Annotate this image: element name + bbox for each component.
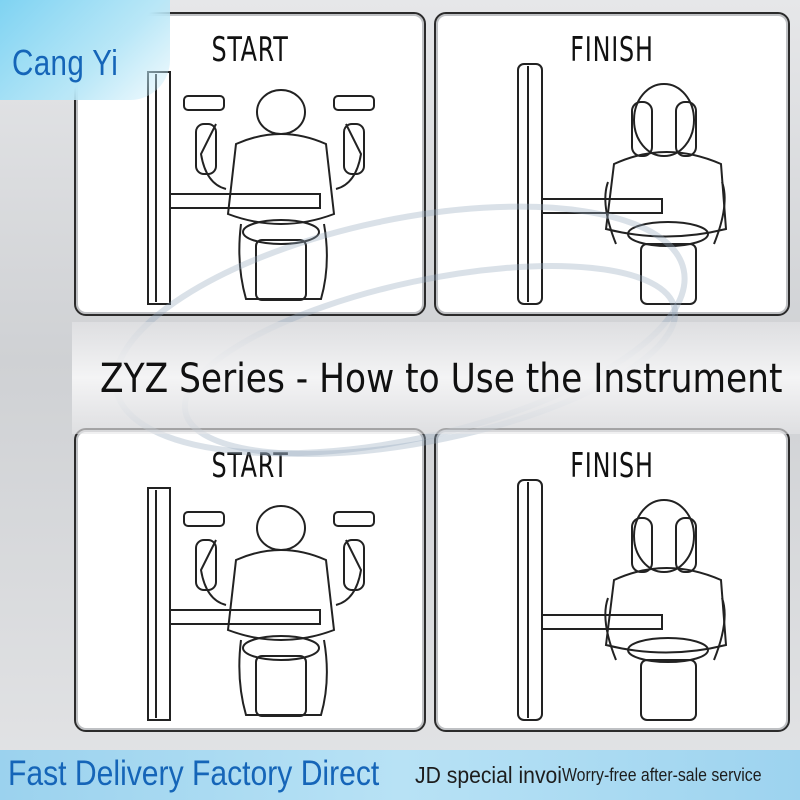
panel-label-start: START (211, 30, 289, 70)
panel-label-finish: FINISH (570, 30, 654, 70)
panel-label-start: START (211, 446, 289, 486)
start-illustration (147, 71, 375, 305)
footer-slogan: Fast Delivery Factory Direct (8, 754, 380, 793)
footer-service-text: Worry-free after-sale service (562, 765, 762, 785)
finish-illustration (517, 479, 728, 721)
panel-finish-bottom: FINISH (434, 428, 790, 732)
brand-badge: Cang Yi (0, 0, 170, 100)
page-title: ZYZ Series - How to Use the Instrument (100, 356, 783, 402)
footer-invoice-text: JD special invoi (415, 762, 563, 788)
brand-name: Cang Yi (12, 42, 119, 83)
panel-label-finish: FINISH (570, 446, 654, 486)
panel-start-bottom: START (74, 428, 426, 732)
finish-illustration (517, 63, 728, 305)
start-illustration (147, 487, 375, 721)
footer-banner: Fast Delivery Factory Direct JD special … (0, 750, 800, 800)
panel-finish-top: FINISH (434, 12, 790, 316)
title-band (72, 322, 800, 434)
